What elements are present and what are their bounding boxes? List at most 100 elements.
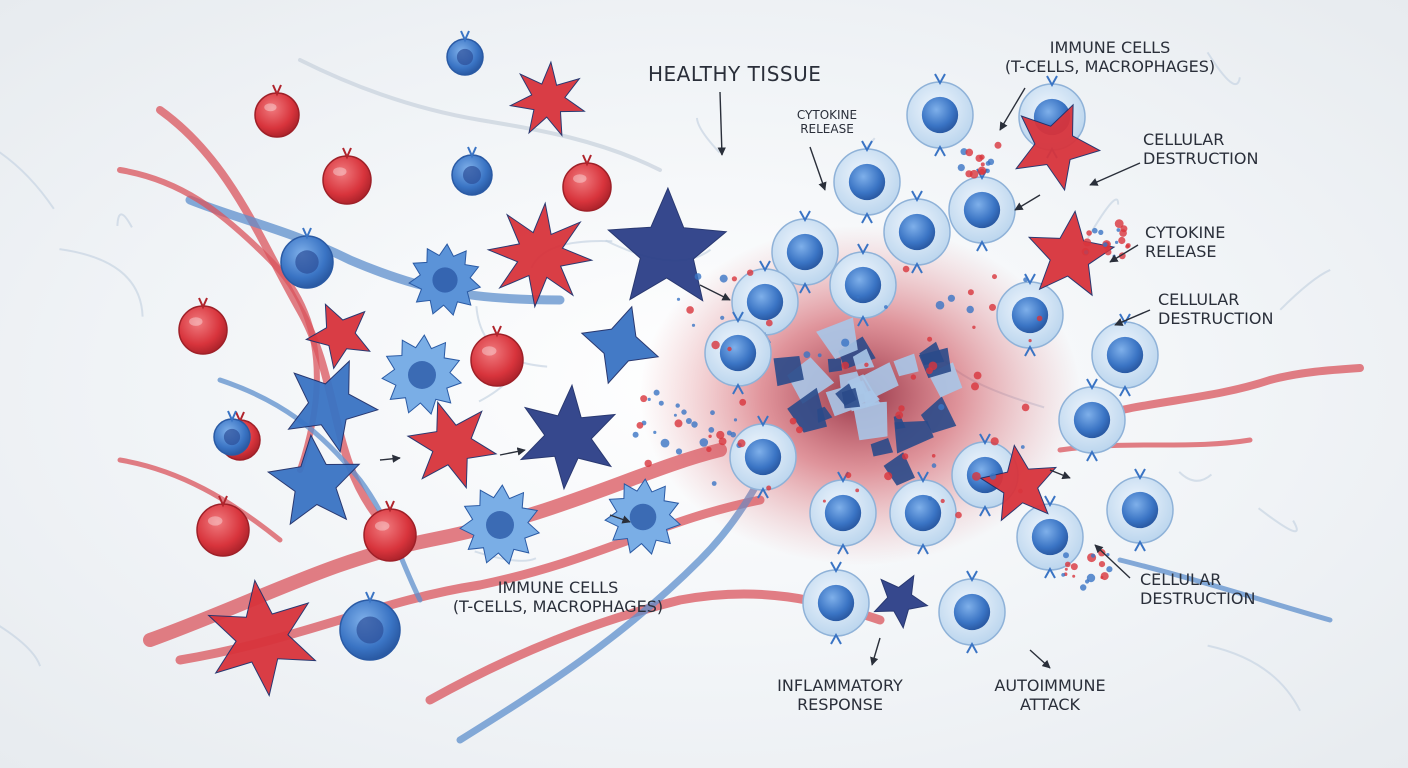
- capillary: [695, 117, 721, 154]
- immune-cell: [771, 210, 839, 294]
- arrow: [809, 146, 827, 191]
- label-cellular-destruction-mid: CELLULAR DESTRUCTION: [1158, 290, 1274, 329]
- cell-fragment: [863, 390, 880, 408]
- cytokine-particle: [971, 382, 979, 391]
- arrow: [699, 284, 731, 301]
- damaged-cell: [266, 433, 361, 526]
- cytokine-particle: [855, 488, 860, 493]
- cytokine-particle: [691, 421, 698, 428]
- cell-fragment: [894, 420, 934, 454]
- immune-cell: [1058, 378, 1126, 462]
- blood-vessel: [117, 457, 283, 543]
- cytokine-particle: [681, 409, 687, 415]
- cytokine-particle: [1036, 315, 1043, 322]
- immune-cell: [704, 311, 772, 395]
- cytokine-particle: [796, 426, 803, 434]
- capillary: [1178, 471, 1213, 482]
- cytokine-particle: [841, 361, 850, 370]
- label-cytokine-release-top: CYTOKINE RELEASE: [796, 108, 858, 137]
- immune-cell: [938, 570, 1006, 654]
- cell-fragment: [919, 341, 945, 365]
- healthy-cell: [322, 147, 372, 205]
- cytokine-particle: [902, 265, 910, 273]
- label-autoimmune-attack: AUTOIMMUNE ATTACK: [994, 676, 1106, 715]
- cytokine-particle: [864, 362, 869, 367]
- damaged-cell: [979, 444, 1058, 522]
- cytokine-particle: [947, 294, 956, 302]
- blue-cell: [339, 591, 401, 661]
- cytokine-particle: [658, 400, 664, 406]
- cytokine-particle: [1114, 219, 1124, 229]
- cytokine-particle: [653, 389, 660, 396]
- cytokine-particle: [1065, 561, 1071, 568]
- cytokine-particle: [1104, 248, 1112, 256]
- cells: [178, 30, 1174, 698]
- cytokine-particle: [972, 325, 976, 329]
- arrow: [1109, 244, 1139, 263]
- blood-vessel: [217, 377, 423, 603]
- cell-fragment: [827, 358, 843, 373]
- cytokine-particle: [676, 297, 681, 301]
- activated-macrophage: [381, 334, 463, 415]
- cytokine-particle: [1119, 229, 1127, 237]
- cytokine-particle: [1125, 243, 1131, 248]
- cytokine-particle: [1063, 552, 1069, 559]
- cytokine-particle: [675, 403, 680, 408]
- capillary: [1207, 644, 1301, 712]
- activated-macrophage: [459, 484, 541, 565]
- blue-cell: [280, 227, 334, 289]
- cell-fragment: [862, 362, 899, 398]
- immune-cell: [729, 415, 797, 499]
- cytokine-particle: [706, 446, 712, 453]
- immune-cell: [829, 243, 897, 327]
- cytokine-particle: [1106, 566, 1113, 573]
- arrow: [1094, 544, 1131, 579]
- arrow: [870, 637, 881, 666]
- cytokine-particle: [1098, 549, 1106, 557]
- damaged-cell: [1014, 103, 1102, 192]
- blood-vessel: [156, 106, 384, 524]
- cytokine-particle: [726, 430, 732, 436]
- cytokine-particle: [711, 340, 720, 350]
- cytokine-particle: [938, 404, 945, 411]
- capillary: [1279, 269, 1331, 311]
- immune-cell: [889, 471, 957, 555]
- blood-vessel: [143, 443, 727, 647]
- immune-cell: [833, 140, 901, 224]
- cytokine-particle: [884, 472, 893, 481]
- cytokine-particle: [990, 437, 999, 446]
- cytokine-particle: [957, 164, 965, 172]
- cytokine-particle: [1098, 561, 1106, 568]
- cytokine-particle: [694, 273, 702, 280]
- healthy-cell: [196, 495, 250, 557]
- cytokine-particle: [817, 353, 822, 358]
- damaged-cell: [406, 400, 498, 490]
- label-cellular-destruction-bottom: CELLULAR DESTRUCTION: [1140, 570, 1256, 609]
- arrow: [999, 87, 1026, 131]
- cytokine-particle: [711, 481, 717, 486]
- cytokine-particle: [674, 419, 683, 428]
- cytokine-particle: [966, 305, 974, 314]
- cytokine-particle: [731, 276, 738, 282]
- cytokine-particle: [673, 413, 677, 417]
- cytokine-particle: [1083, 238, 1092, 247]
- immune-cell: [948, 168, 1016, 252]
- cytokine-particle: [1072, 574, 1076, 578]
- label-immune-cells-top: IMMUNE CELLS (T-CELLS, MACROPHAGES): [1004, 38, 1216, 77]
- label-healthy-tissue: HEALTHY TISSUE: [648, 62, 822, 86]
- cytokine-particle: [822, 499, 826, 503]
- capillary: [474, 550, 537, 562]
- cytokine-particle: [967, 289, 974, 296]
- cytokine-particle: [841, 338, 850, 347]
- damaged-cell: [1027, 210, 1116, 297]
- cytokine-particle: [685, 418, 692, 424]
- arrow: [1089, 162, 1141, 186]
- healthy-cell: [178, 297, 228, 355]
- damaged-cell: [287, 359, 380, 454]
- cytokine-particle: [1070, 563, 1078, 571]
- blood-vessel: [185, 195, 565, 305]
- cell-fragment: [920, 396, 957, 434]
- arrow: [1014, 194, 1041, 211]
- cell-fragment: [852, 348, 875, 370]
- cytokine-particle: [1020, 445, 1025, 449]
